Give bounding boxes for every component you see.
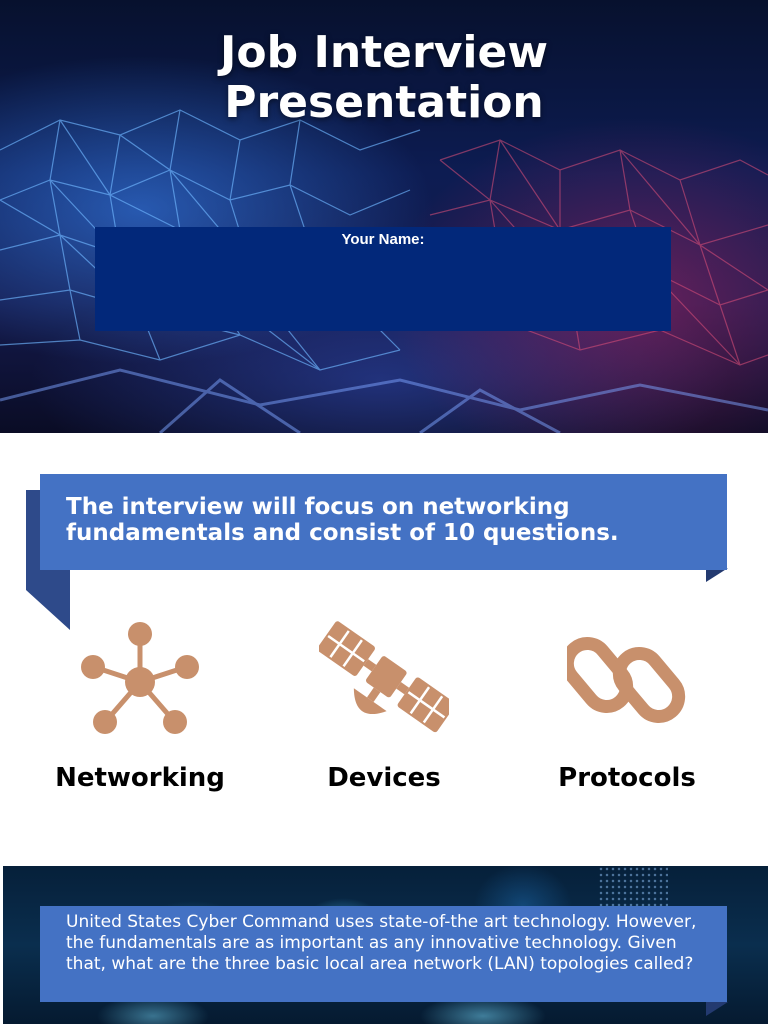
question-box: United States Cyber Command uses state-o… [40,906,727,1002]
name-input-box[interactable]: Your Name: [95,227,671,331]
title-line-1: Job Interview [220,27,548,78]
satellite-icon [319,621,449,733]
topic-devices: Devices [264,620,504,793]
topic-protocols: Protocols [507,620,747,793]
banner-text: The interview will focus on networking f… [66,494,619,546]
chain-link-icon [567,637,686,723]
info-banner: The interview will focus on networking f… [40,474,727,570]
banner-left-fold [26,490,70,630]
hero-section: Job Interview Presentation Your Name: [0,0,768,433]
topic-networking: Networking [20,620,260,793]
topic-label-networking: Networking [55,763,225,793]
question-box-fold [706,1002,728,1016]
banner-right-fold [706,568,728,582]
topic-label-protocols: Protocols [558,763,696,793]
network-hub-icon [81,622,199,734]
question-text: United States Cyber Command uses state-o… [66,912,697,974]
title-line-2: Presentation [224,77,544,128]
name-label: Your Name: [341,231,425,248]
presentation-title: Job Interview Presentation [0,28,768,128]
topic-label-devices: Devices [327,763,441,793]
